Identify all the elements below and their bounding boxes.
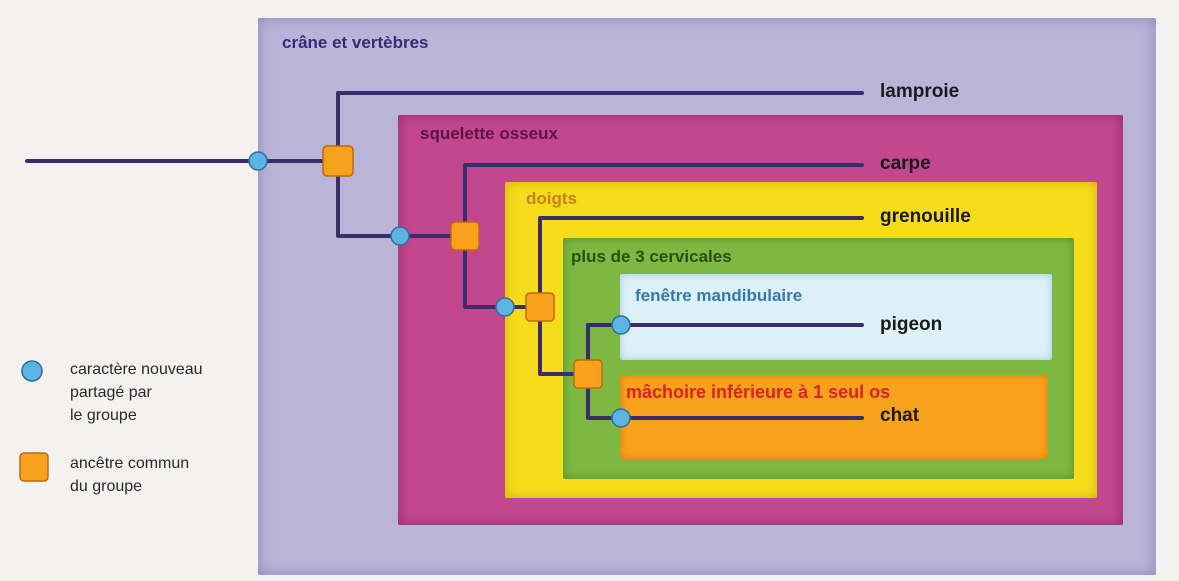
legend-new-character-line-1: caractère nouveau xyxy=(70,361,203,378)
new-character-marker-squelette xyxy=(390,226,410,246)
branch-osseux-clade xyxy=(463,234,542,309)
legend-new-character: caractère nouveau partagé par le groupe xyxy=(70,358,203,427)
group-label-cervicales: plus de 3 cervicales xyxy=(571,247,732,266)
ancestor-marker-cervicales xyxy=(573,359,603,389)
branch-lamproie xyxy=(336,91,864,163)
branch-tetrapode-clade xyxy=(538,305,590,376)
blue-circle-icon xyxy=(21,360,43,382)
group-label-squelette-osseux: squelette osseux xyxy=(420,124,558,143)
ancestor-marker-doigts xyxy=(525,292,555,322)
legend-common-ancestor-line-2: du groupe xyxy=(70,478,143,495)
orange-square-icon xyxy=(19,452,49,482)
new-character-marker-doigts xyxy=(495,297,515,317)
branch-carpe xyxy=(463,163,864,238)
ancestor-marker-crane xyxy=(322,145,354,177)
group-label-crane-vertebres: crâne et vertèbres xyxy=(282,33,429,52)
branch-pigeon xyxy=(586,323,864,376)
group-label-machoire-inferieure: mâchoire inférieure à 1 seul os xyxy=(626,382,891,402)
taxon-pigeon: pigeon xyxy=(880,314,943,335)
group-label-fenetre-mandibulaire: fenêtre mandibulaire xyxy=(635,286,803,305)
group-box-fenetre-mandibulaire xyxy=(620,274,1052,360)
legend-new-character-line-2: partagé par xyxy=(70,384,152,401)
taxon-carpe: carpe xyxy=(880,153,931,174)
new-character-marker-crane xyxy=(248,151,268,171)
legend-new-character-line-3: le groupe xyxy=(70,407,137,424)
taxon-chat: chat xyxy=(880,405,920,426)
taxon-grenouille: grenouille xyxy=(880,206,971,227)
taxon-lamproie: lamproie xyxy=(880,81,960,102)
branch-vertebre-clade xyxy=(336,159,467,238)
branch-grenouille xyxy=(538,216,864,309)
group-label-doigts: doigts xyxy=(526,189,577,208)
legend-common-ancestor-line-1: ancêtre commun xyxy=(70,455,190,472)
legend-common-ancestor: ancêtre commun du groupe xyxy=(70,452,189,498)
new-character-marker-machoire xyxy=(611,408,631,428)
ancestor-marker-squelette xyxy=(450,221,480,251)
new-character-marker-fenetre xyxy=(611,315,631,335)
